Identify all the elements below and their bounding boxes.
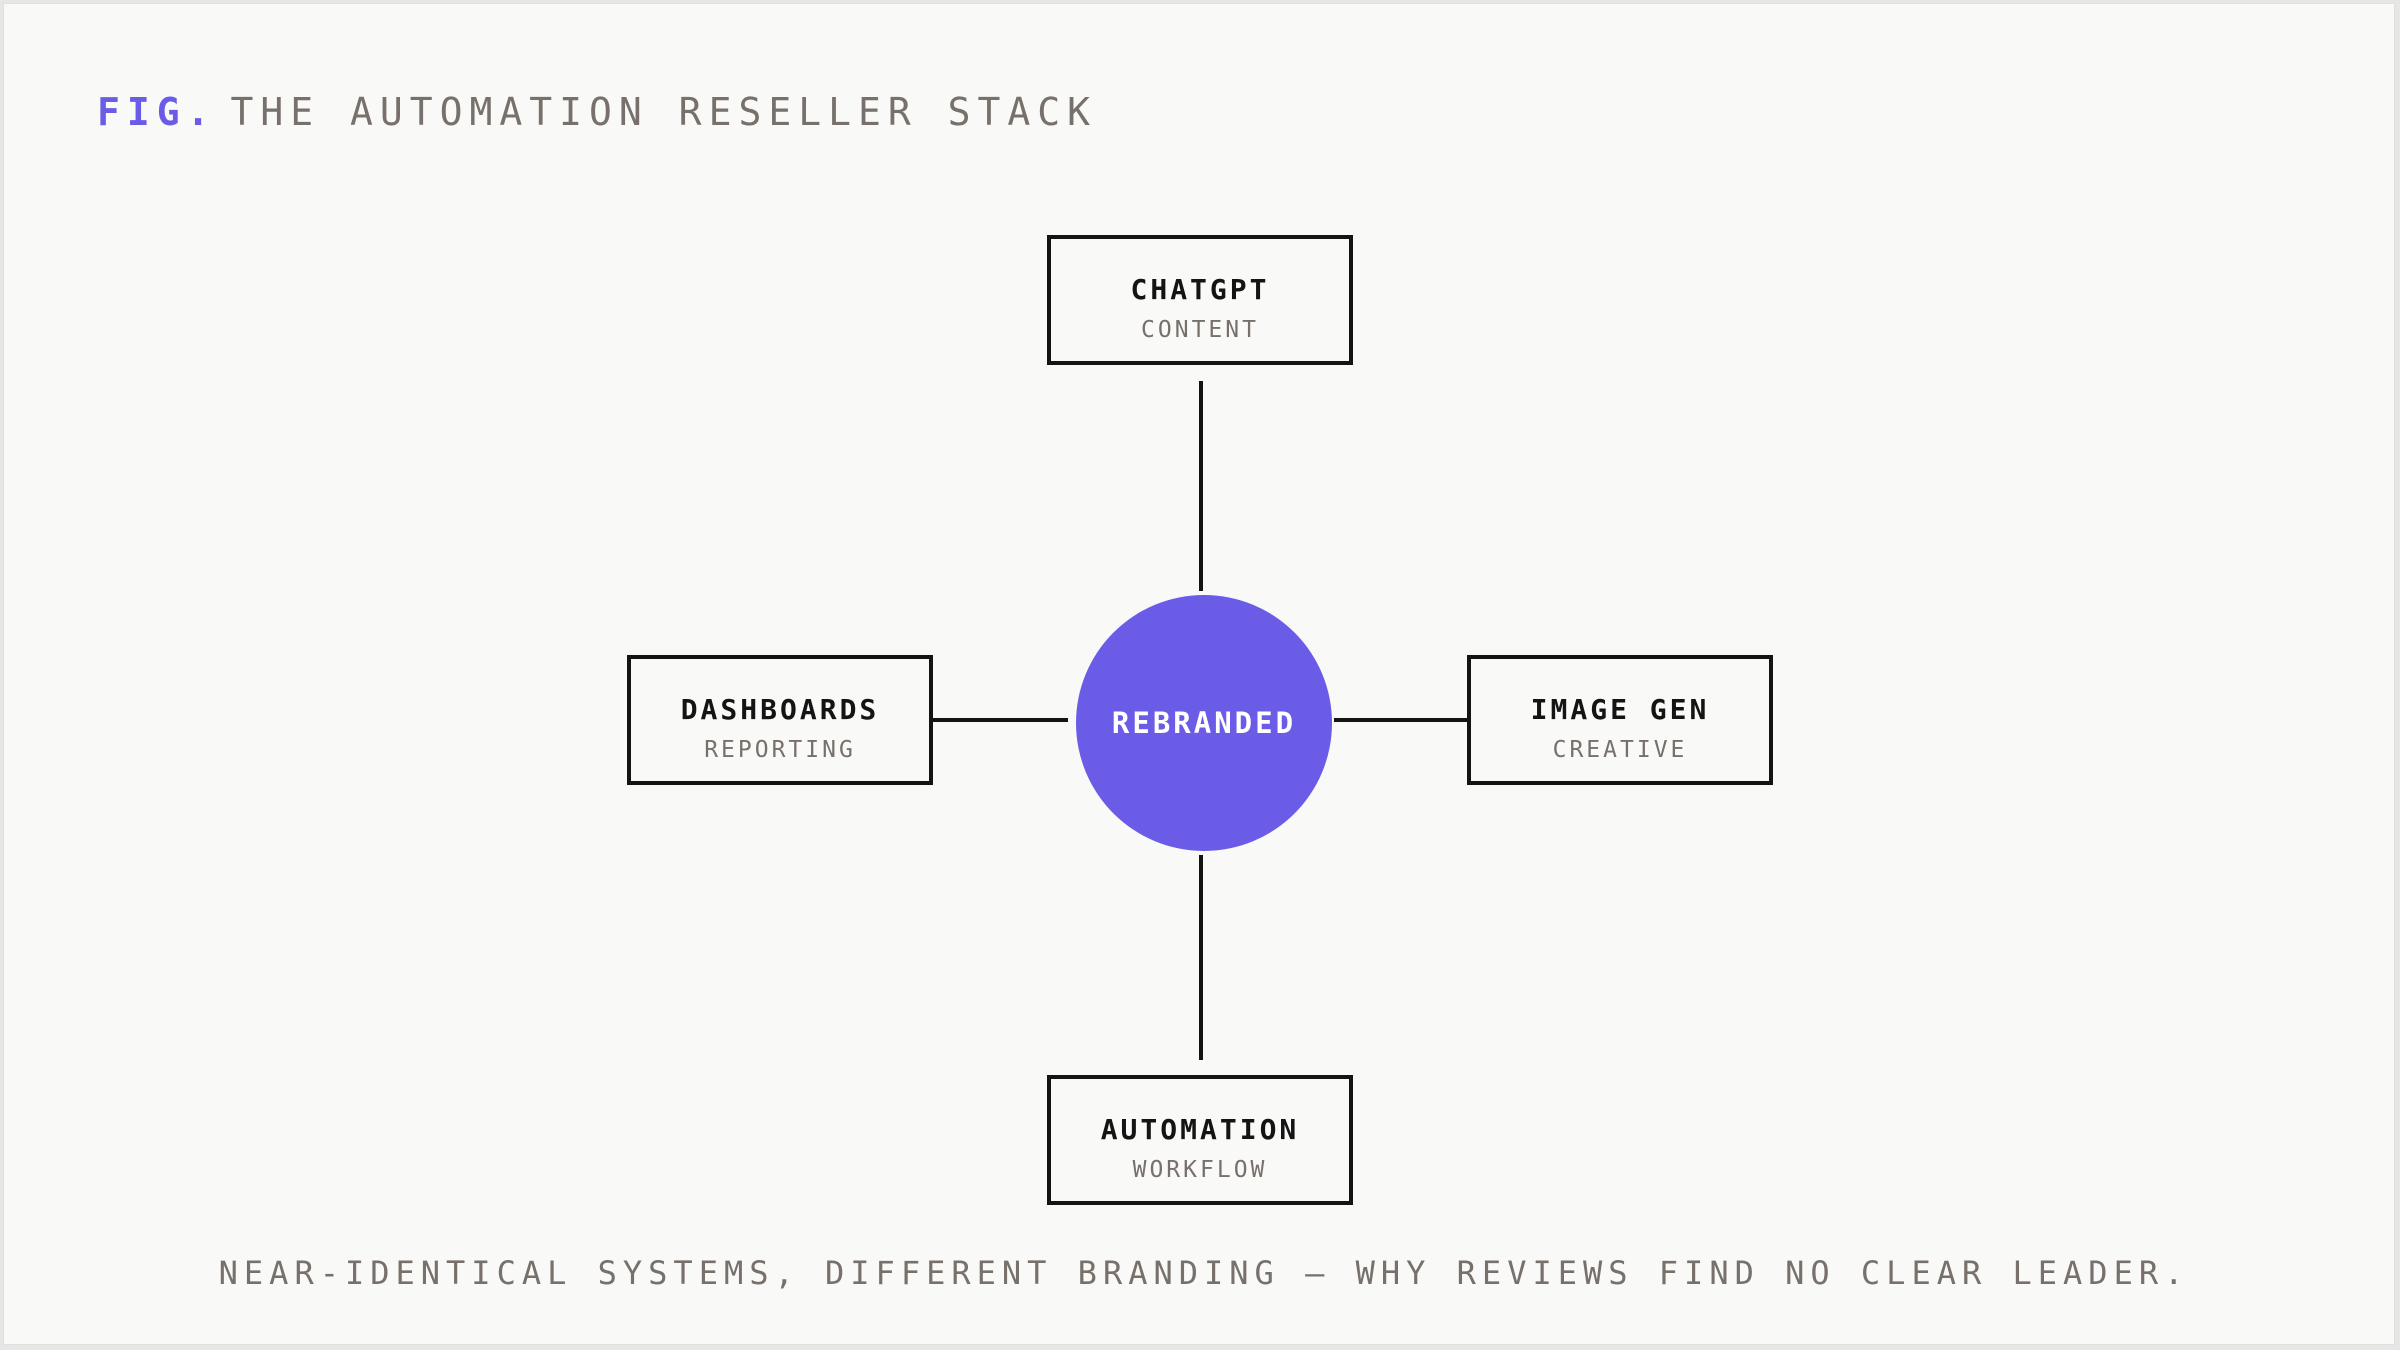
figure-caption: NEAR-IDENTICAL SYSTEMS, DIFFERENT BRANDI… [218, 1254, 2190, 1292]
node-sublabel: CONTENT [1141, 317, 1259, 343]
node-automation: AUTOMATION WORKFLOW [1047, 1075, 1353, 1205]
node-chatgpt: CHATGPT CONTENT [1047, 235, 1353, 365]
node-image-gen: IMAGE GEN CREATIVE [1467, 655, 1773, 785]
node-sublabel: CREATIVE [1552, 737, 1688, 763]
node-label: CHATGPT [1130, 273, 1270, 306]
node-label: DASHBOARDS [680, 693, 880, 726]
hub-circle: REBRANDED [1076, 595, 1332, 851]
figure-prefix: FIG. [97, 90, 217, 134]
node-label: IMAGE GEN [1530, 693, 1710, 726]
node-sublabel: WORKFLOW [1132, 1157, 1268, 1183]
figure-title-text: THE AUTOMATION RESELLER STACK [230, 90, 1097, 134]
node-label: AUTOMATION [1100, 1113, 1300, 1146]
hub-label: REBRANDED [1111, 706, 1297, 740]
figure-canvas: FIG. THE AUTOMATION RESELLER STACK CHATGP… [3, 3, 2395, 1345]
node-sublabel: REPORTING [704, 737, 856, 763]
node-dashboards: DASHBOARDS REPORTING [627, 655, 933, 785]
figure-title: FIG. THE AUTOMATION RESELLER STACK [97, 90, 1097, 134]
connector-lines [933, 381, 1468, 1060]
